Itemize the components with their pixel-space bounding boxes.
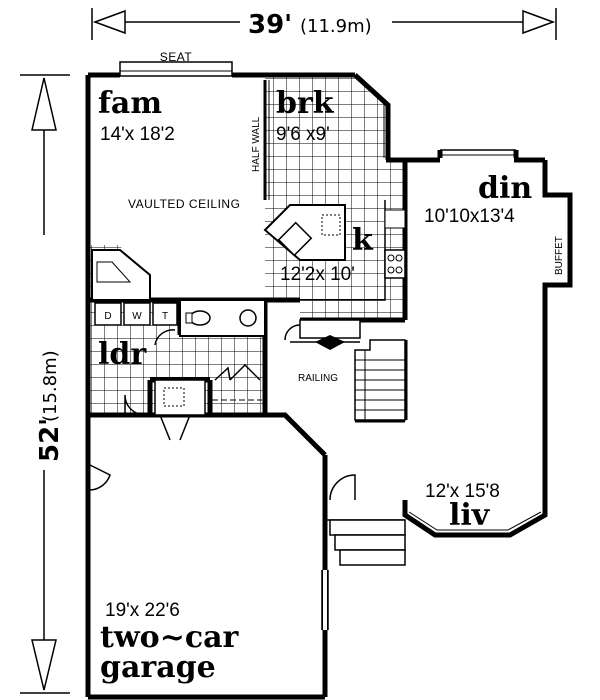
fam-name: fam bbox=[98, 86, 162, 121]
room-labels: fam 14'x 18'2 brk 9'6 x9' k 12'2x 10' di… bbox=[98, 86, 532, 685]
brk-name: brk bbox=[276, 86, 335, 121]
tub-label: T bbox=[162, 311, 168, 322]
dining-window bbox=[440, 149, 516, 156]
width-dimension: 39' (11.9m) bbox=[91, 8, 557, 40]
porch-steps bbox=[329, 519, 406, 566]
powder-room bbox=[179, 299, 266, 337]
liv-name: liv bbox=[449, 498, 491, 533]
garage-name-line1: two~car bbox=[100, 620, 240, 655]
dryer-label: D bbox=[104, 311, 111, 322]
brk-bay-window bbox=[357, 79, 385, 158]
seat-label: SEAT bbox=[160, 50, 193, 64]
ldr-name: ldr bbox=[98, 337, 147, 372]
k-name: k bbox=[352, 223, 374, 258]
din-dims: 10'10x13'4 bbox=[424, 206, 515, 227]
liv-dims: 12'x 15'8 bbox=[425, 481, 500, 502]
buffet-label: BUFFET bbox=[554, 236, 565, 275]
brk-dims: 9'6 x9' bbox=[276, 124, 330, 145]
garage-name-line2: garage bbox=[100, 650, 216, 685]
washer-label: W bbox=[132, 311, 142, 322]
garage-dims: 19'x 22'6 bbox=[105, 600, 180, 621]
depth-dimension: 52' (15.8m) bbox=[20, 74, 70, 694]
width-main-label: 39' bbox=[248, 10, 292, 40]
din-name: din bbox=[478, 171, 532, 206]
depth-sub-label: (15.8m) bbox=[40, 350, 61, 422]
seat-bench: SEAT bbox=[119, 50, 233, 77]
width-sub-label: (11.9m) bbox=[300, 16, 372, 37]
railing-label: RAILING bbox=[298, 373, 338, 384]
laundry-appliances: D W T bbox=[94, 302, 178, 326]
liv-bay-window bbox=[408, 511, 542, 531]
vaulted-ceiling-label: VAULTED CEILING bbox=[128, 197, 240, 211]
fireplace bbox=[91, 249, 151, 301]
staircase bbox=[290, 319, 406, 421]
k-dims: 12'2x 10' bbox=[280, 264, 355, 285]
kitchen-counters bbox=[300, 200, 406, 301]
kitchen-island bbox=[263, 204, 346, 261]
half-wall-label: HALF WALL bbox=[251, 116, 262, 172]
depth-main-label: 52' bbox=[35, 418, 65, 462]
notes: VAULTED CEILING HALF WALL BUFFET RAILING bbox=[128, 116, 565, 384]
fam-dims: 14'x 18'2 bbox=[100, 124, 175, 145]
doors bbox=[89, 324, 356, 630]
